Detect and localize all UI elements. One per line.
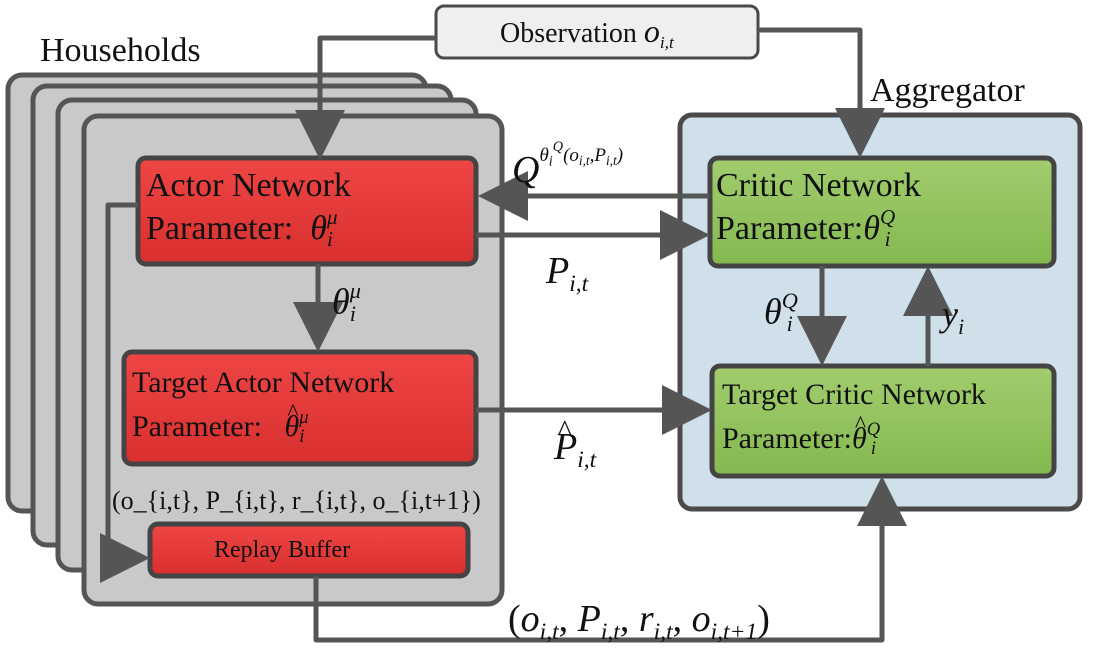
p-hat-label: Pi,t [554,416,596,473]
target-actor-network-title: Target Actor Network [132,366,395,399]
critic-network-title: Critic Network [716,167,921,204]
actor-network-title: Actor Network [146,167,351,204]
arrow-observation-to-actor [295,35,436,160]
theta-mu-label: θμi [332,278,361,327]
bottom-transition-tuple: (oi,t, Pi,t, ri,t, oi,t+1) [508,598,770,646]
replay-buffer-box [147,521,471,579]
target-actor-network-text: Target Actor Network Parameter: θμi [132,366,394,447]
aggregator-label: Aggregator [870,72,1025,109]
q-value-label: QθiQ(oi,t,Pi,t) [512,139,624,191]
actor-network-text: Actor Network Parameter: θμi [146,166,351,251]
replay-buffer-title: Replay Buffer [214,537,351,563]
replay-buffer-tuple: (o_{i,t}, P_{i,t}, r_{i,t}, o_{i,t+1}) [112,486,481,515]
critic-network-box [707,155,1057,269]
households-label: Households [40,32,201,69]
target-critic-network-param: Parameter:θQi [722,413,986,460]
target-critic-network-title: Target Critic Network [722,378,986,411]
y-target-label: yi [942,294,965,339]
theta-q-label: θQi [764,288,798,337]
arrow-observation-to-critic [758,27,885,158]
target-actor-network-param: Parameter: θμi [132,401,394,448]
critic-network-text: Critic Network Parameter:θQi [716,166,921,251]
critic-network-param: Parameter:θQi [716,205,896,252]
p-action-label: Pi,t [546,250,589,298]
observation-label: Observation oi,t [500,13,674,53]
arrow-actor-to-replay [100,202,150,583]
arrow-replay-to-target-critic [313,476,907,643]
target-critic-network-text: Target Critic Network Parameter:θQi [722,378,986,459]
actor-network-param: Parameter: θμi [146,205,338,252]
